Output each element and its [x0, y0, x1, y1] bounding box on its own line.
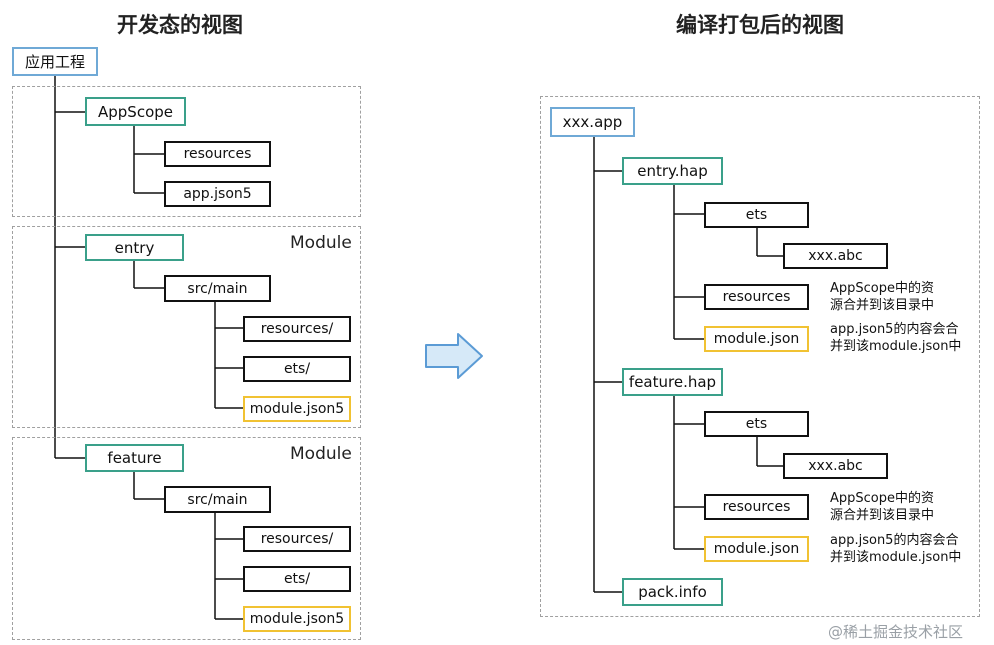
- appscope-node: AppScope: [85, 97, 186, 126]
- entry-module-label: Module: [290, 233, 352, 253]
- feature-hap-abc-node: xxx.abc: [783, 453, 888, 479]
- watermark: @稀土掘金技术社区: [828, 623, 964, 641]
- entry-resources-node: resources/: [243, 316, 351, 342]
- entry-hap-resources-node: resources: [704, 284, 809, 310]
- feature-ets-node: ets/: [243, 566, 351, 592]
- feature-module-json5-node: module.json5: [243, 606, 351, 632]
- feature-hap-ets-node: ets: [704, 411, 809, 437]
- appscope-resources-node: resources: [164, 141, 271, 167]
- entry-src-main-node: src/main: [164, 275, 271, 302]
- feature-hap-module-json-node: module.json: [704, 536, 809, 562]
- feature-module-note: app.json5的内容会合 并到该module.json中: [830, 533, 962, 565]
- entry-hap-ets-node: ets: [704, 202, 809, 228]
- entry-node: entry: [85, 234, 184, 261]
- feature-resources-node: resources/: [243, 526, 351, 552]
- build-view-title: 编译打包后的视图: [676, 13, 844, 37]
- feature-module-label: Module: [290, 444, 352, 464]
- feature-resources-note: AppScope中的资 源合并到该目录中: [830, 491, 935, 523]
- project-root-node: 应用工程: [12, 47, 98, 76]
- app-package-region: [540, 96, 980, 617]
- feature-module-region: [12, 437, 361, 640]
- entry-module-json5-node: module.json5: [243, 396, 351, 422]
- feature-hap-node: feature.hap: [622, 368, 723, 396]
- entry-hap-module-json-node: module.json: [704, 326, 809, 352]
- app-root-node: xxx.app: [550, 107, 635, 137]
- feature-hap-resources-node: resources: [704, 494, 809, 520]
- feature-src-main-node: src/main: [164, 486, 271, 513]
- entry-hap-node: entry.hap: [622, 157, 723, 185]
- pack-info-node: pack.info: [622, 578, 723, 606]
- entry-ets-node: ets/: [243, 356, 351, 382]
- feature-node: feature: [85, 444, 184, 472]
- right-arrow-icon: [425, 333, 483, 379]
- entry-module-region: [12, 226, 361, 428]
- app-json5-node: app.json5: [164, 181, 271, 207]
- appscope-region: [12, 86, 361, 217]
- entry-hap-abc-node: xxx.abc: [783, 243, 888, 269]
- dev-view-title: 开发态的视图: [117, 13, 243, 37]
- entry-resources-note: AppScope中的资 源合并到该目录中: [830, 281, 935, 313]
- entry-module-note: app.json5的内容会合 并到该module.json中: [830, 322, 962, 354]
